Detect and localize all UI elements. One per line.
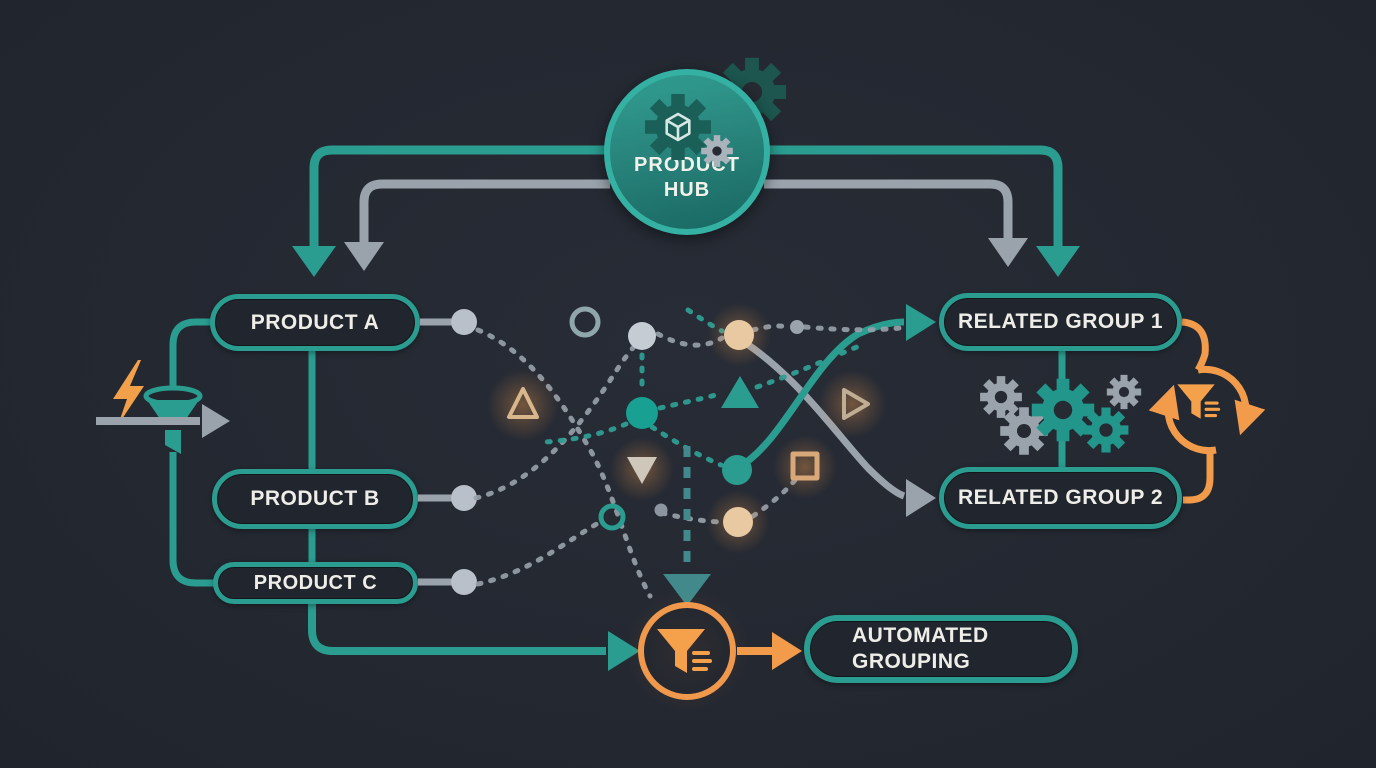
tan-node	[724, 320, 754, 350]
tan-node-2	[723, 507, 753, 537]
down-triangle	[627, 457, 657, 484]
node-related-group-1: RELATED GROUP 1	[939, 293, 1182, 351]
gear-cluster-icon	[980, 375, 1141, 455]
flow-hub-to-group-1-gray	[764, 179, 1028, 267]
connector-orange-loop	[1181, 318, 1214, 504]
glow-halos	[487, 369, 559, 441]
product-a-label: PRODUCT A	[250, 310, 380, 334]
node-automated-grouping: AUTOMATED GROUPING	[804, 615, 1078, 683]
teal-ring-2	[598, 503, 626, 531]
hub-label-line2: HUB	[663, 179, 711, 201]
node-related-group-2: RELATED GROUP 2	[939, 467, 1182, 529]
flow-hub-to-product-a	[292, 145, 606, 277]
group-2-label: RELATED GROUP 2	[957, 486, 1164, 509]
teal-triangle	[721, 376, 759, 408]
small-gray-dot	[790, 320, 804, 334]
play-outline	[842, 388, 870, 420]
flow-products-to-funnel	[308, 602, 640, 671]
product-connector-dots	[418, 309, 477, 595]
flow-hub-to-product-a-gray	[344, 179, 610, 271]
dashed-arrow-to-funnel	[663, 446, 711, 606]
funnel-filter-circle-icon	[638, 602, 736, 700]
flow-middle-to-group-2	[745, 341, 936, 517]
hub-label-line1: PRODUCT	[634, 154, 740, 176]
group-1-label: RELATED GROUP 1	[957, 310, 1164, 333]
node-product-c: PRODUCT C	[213, 562, 418, 604]
node-product-a: PRODUCT A	[210, 294, 420, 351]
automated-label-line1: AUTOMATED	[852, 623, 989, 647]
product-c-label: PRODUCT C	[253, 571, 378, 594]
lightning-icon	[113, 360, 144, 425]
arrow-right-icon	[96, 404, 230, 438]
refresh-funnel-icon	[1148, 365, 1266, 455]
dot-product-c	[451, 569, 477, 595]
gray-node	[628, 322, 656, 350]
automated-label-line2: GROUPING	[852, 650, 971, 673]
flow-hub-to-group-1	[768, 145, 1080, 277]
node-product-hub: PRODUCT HUB	[604, 69, 770, 235]
dot-product-b	[451, 485, 477, 511]
node-product-b: PRODUCT B	[212, 469, 418, 529]
teal-hub-node	[626, 397, 658, 429]
teal-node-2	[722, 455, 752, 485]
ring-shape	[569, 306, 601, 338]
matching-web-dotted	[473, 307, 903, 599]
network-shapes	[507, 306, 870, 537]
flow-funnel-to-automated	[737, 632, 802, 670]
funnel-icon	[143, 385, 203, 454]
square-outline	[790, 451, 820, 481]
product-b-label: PRODUCT B	[250, 487, 380, 510]
dot-product-a	[451, 309, 477, 335]
small-gray-dot-2	[654, 503, 668, 517]
connector-left-loop	[169, 318, 214, 587]
triangle-outline	[507, 387, 539, 419]
flow-middle-to-group-1	[739, 304, 936, 469]
